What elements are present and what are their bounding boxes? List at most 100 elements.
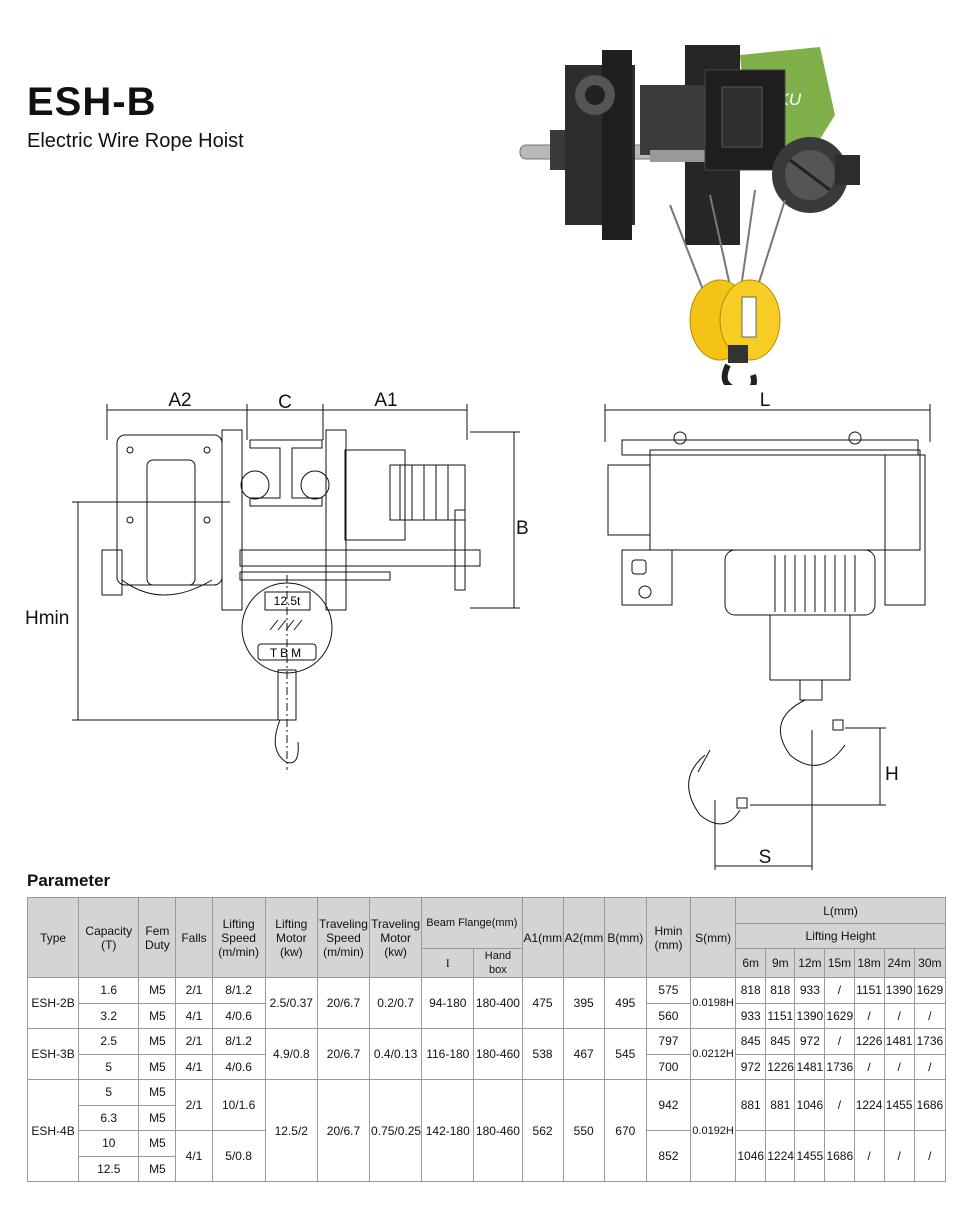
cell-l: 1046 [735, 1130, 767, 1182]
cell-capacity: 5 [78, 1053, 140, 1080]
cell-l: 1686 [913, 1079, 947, 1131]
cell-beam-handbox: 180-460 [473, 1028, 523, 1080]
cell-lifting-motor: 2.5/0.37 [264, 977, 318, 1029]
header-a1: A1(mm) [521, 897, 564, 978]
cell-fem: M5 [138, 1130, 177, 1157]
cell-fem: M5 [138, 1028, 177, 1055]
header-height-6m: 6m [735, 948, 767, 978]
header-l: L(mm) [735, 897, 946, 924]
cell-a1: 562 [521, 1079, 564, 1182]
table-row: 6.3 M5 [28, 1104, 946, 1131]
cell-beam-i: 94-180 [421, 977, 475, 1029]
cell-l: 972 [794, 1028, 826, 1055]
parameter-table: Type Capacity (T) Fem Duty Falls Lifting… [26, 897, 947, 1182]
cell-fem: M5 [138, 977, 177, 1004]
cell-fem: M5 [138, 1155, 177, 1182]
cell-type: ESH-2B [26, 977, 80, 1029]
cell-l: 845 [735, 1028, 767, 1055]
cell-l: / [913, 1053, 947, 1080]
cell-fem: M5 [138, 1002, 177, 1029]
cell-hmin: 700 [645, 1053, 692, 1080]
cell-l: 881 [765, 1079, 796, 1131]
dim-h-label: H [885, 764, 899, 785]
cell-l: 1629 [913, 977, 947, 1004]
cell-l: 1481 [794, 1053, 826, 1080]
cell-capacity: 10 [78, 1130, 140, 1157]
cell-l: 1224 [853, 1079, 885, 1131]
header-height-9m: 9m [765, 948, 796, 978]
cell-l: 1686 [824, 1130, 855, 1182]
cell-l: 933 [735, 1002, 767, 1029]
cell-beam-handbox: 180-400 [473, 977, 523, 1029]
cell-capacity: 3.2 [78, 1002, 140, 1029]
cell-l: / [913, 1002, 947, 1029]
cell-lifting-speed: 8/1.2 [211, 1028, 266, 1055]
hoist-photo: KAKU [519, 45, 860, 385]
cell-capacity: 12.5 [78, 1155, 140, 1182]
cell-hmin: 575 [645, 977, 692, 1004]
cell-a2: 467 [562, 1028, 605, 1080]
header-s: S(mm) [690, 897, 737, 978]
cell-beam-handbox: 180-460 [473, 1079, 523, 1182]
cell-l: 1151 [765, 1002, 796, 1029]
cell-capacity: 6.3 [78, 1104, 140, 1131]
cell-traveling-speed: 20/6.7 [316, 1028, 371, 1080]
header-height-12m: 12m [794, 948, 826, 978]
header-hmin: Hmin (mm) [645, 897, 692, 978]
header-beam-handbox: Hand box [473, 948, 523, 978]
table-row: 10 M5 4/1 5/0.8 852 1046 1224 1455 1686 … [28, 1130, 947, 1182]
product-title: ESH-B [27, 80, 157, 124]
cell-lifting-motor: 4.9/0.8 [264, 1028, 318, 1080]
header-beam-flange: Beam Flange(mm) [421, 897, 523, 949]
cell-a1: 538 [521, 1028, 564, 1080]
cell-falls: 2/1 [175, 1079, 213, 1131]
cell-traveling-motor: 0.75/0.25 [369, 1079, 423, 1182]
cell-hmin: 797 [645, 1028, 692, 1055]
cell-traveling-speed: 20/6.7 [316, 977, 371, 1029]
cell-l: 818 [765, 977, 796, 1004]
capacity-plate-label: 12.5t [274, 594, 301, 608]
dim-b-label: B [516, 518, 529, 539]
header-fem-duty: Fem Duty [138, 897, 177, 978]
header-height-15m: 15m [824, 948, 855, 978]
cell-b: 545 [603, 1028, 647, 1080]
brand-plate-label: TBM [270, 646, 304, 660]
dim-c-label: C [278, 392, 292, 413]
cell-l: 1736 [824, 1053, 855, 1080]
header-traveling-speed: Traveling Speed (m/min) [316, 897, 371, 978]
cell-capacity: 1.6 [78, 977, 140, 1004]
cell-l: 1046 [794, 1079, 826, 1131]
cell-lifting-speed: 8/1.2 [211, 977, 266, 1004]
cell-capacity: 2.5 [78, 1028, 140, 1055]
cell-l: 1390 [794, 1002, 826, 1029]
table-row: 5 M5 4/1 4/0.6 700 972 1226 1481 1736 / … [28, 1053, 947, 1080]
cell-hmin: 852 [645, 1130, 692, 1182]
cell-l: 818 [735, 977, 767, 1004]
cell-falls: 4/1 [175, 1130, 213, 1182]
dim-hmin-label: Hmin [25, 608, 69, 629]
dim-a2-label: A2 [168, 390, 191, 411]
cell-lifting-speed: 4/0.6 [211, 1002, 266, 1029]
cell-traveling-speed: 20/6.7 [316, 1079, 371, 1182]
cell-hmin: 942 [645, 1079, 692, 1131]
header-falls: Falls [175, 897, 213, 978]
cell-l: 1736 [913, 1028, 947, 1055]
cell-l: / [853, 1002, 885, 1029]
cell-l: 845 [765, 1028, 796, 1055]
header-height-30m: 30m [913, 948, 947, 978]
cell-fem: M5 [138, 1079, 177, 1106]
cell-l: / [883, 1002, 915, 1029]
header-beam-i: I [421, 948, 475, 978]
cell-l: / [913, 1130, 947, 1182]
cell-hmin: 560 [645, 1002, 692, 1029]
header-height-18m: 18m [853, 948, 885, 978]
cell-type: ESH-4B [26, 1079, 80, 1182]
table-row: 12.5 M5 [28, 1155, 946, 1182]
dim-l-label: L [760, 390, 771, 411]
cell-type: ESH-3B [26, 1028, 80, 1080]
cell-l: 1151 [853, 977, 885, 1004]
cell-falls: 4/1 [175, 1002, 213, 1029]
dim-a1-label: A1 [374, 390, 397, 411]
cell-l: / [853, 1053, 885, 1080]
cell-l: / [883, 1130, 915, 1182]
